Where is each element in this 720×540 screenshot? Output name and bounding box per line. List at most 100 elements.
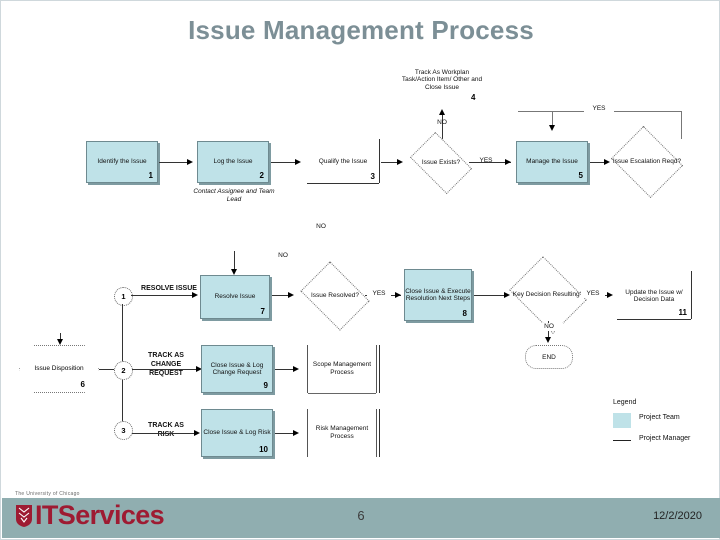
edge-label-yes-keydecision: YES: [581, 290, 605, 299]
node-log-the-issue[interactable]: Log the Issue 2: [197, 141, 269, 183]
bottom-line: [308, 393, 376, 394]
node-update-issue-decision-data[interactable]: Update the Issue w/ Decision Data 11: [617, 271, 692, 320]
node-number-11: 11: [678, 307, 687, 317]
legend-item-project-team: Project Team: [613, 413, 713, 428]
itservices-logo: ITServices: [14, 500, 165, 530]
connector-label: 1: [121, 292, 126, 301]
arrow-right-icon: [293, 366, 299, 372]
node-number-8: 8: [462, 308, 467, 318]
edge-label-yes-escalation: YES: [584, 105, 614, 114]
node-label: Identify the Issue: [97, 158, 147, 166]
edge-line: [132, 433, 198, 434]
node-issue-disposition[interactable]: Issue Disposition 6: [19, 345, 99, 393]
decision-issue-exists[interactable]: Issue Exists?: [409, 131, 473, 195]
arrow-right-icon: [604, 159, 610, 165]
node-manage-the-issue[interactable]: Manage the Issue 5: [516, 141, 588, 183]
decision-issue-resolved[interactable]: Issue Resolved?: [300, 261, 370, 331]
node-label: Qualify the Issue: [318, 158, 368, 166]
page-title: Issue Management Process: [188, 15, 534, 45]
decision-key-decision-resulting[interactable]: Key Decision Resulting?: [509, 256, 587, 334]
connector-label: 3: [121, 426, 126, 435]
arrow-right-icon: [196, 366, 202, 372]
label-resolve-issue: RESOLVE ISSUE: [141, 285, 197, 292]
legend: Legend Project Team Project Manager: [613, 399, 713, 455]
decision-label: Issue Escalation Reqd?: [612, 158, 682, 166]
node-resolve-issue[interactable]: Resolve Issue 7: [200, 275, 270, 319]
footer-date: 12/2/2020: [653, 510, 702, 522]
decision-label: Issue Exists?: [421, 159, 461, 167]
edge-line: [474, 295, 508, 296]
arrow-down-icon: [545, 337, 551, 343]
node-number-1: 1: [148, 170, 153, 180]
edge-label-no-top: NO: [437, 119, 447, 126]
edge-line: [271, 162, 299, 163]
arrow-right-icon: [288, 292, 294, 298]
decision-issue-escalation-reqd[interactable]: Issue Escalation Reqd?: [610, 125, 684, 199]
node-identify-the-issue[interactable]: Identify the Issue 1: [86, 141, 158, 183]
double-bar: [379, 409, 380, 457]
node-label: Close Issue & Log Risk: [203, 429, 271, 437]
arrow-right-icon: [397, 159, 403, 165]
edge-line: [552, 111, 553, 127]
decision-label: Key Decision Resulting?: [512, 291, 584, 299]
node-close-issue-execute-resolution[interactable]: Close Issue & Execute Resolution Next St…: [404, 269, 472, 321]
arrow-right-icon: [505, 159, 511, 165]
edge-line: [99, 369, 115, 370]
edge-line: [681, 111, 682, 139]
node-close-issue-log-change-request[interactable]: Close Issue & Log Change Request 9: [201, 345, 273, 393]
node-close-issue-log-risk[interactable]: Close Issue & Log Risk 10: [201, 409, 273, 457]
arrow-right-icon: [607, 292, 613, 298]
legend-title: Legend: [613, 399, 637, 406]
edge-label-yes-resolved: YES: [367, 290, 391, 299]
edge-line: [275, 369, 297, 370]
edge-line: [442, 115, 443, 141]
legend-item-label: Project Team: [639, 414, 680, 421]
node-number-4: 4: [471, 93, 476, 102]
edge-label-no-keydecision: NO: [535, 323, 563, 332]
note-contact-assignee: Contact Assignee and Team Lead: [193, 188, 275, 204]
terminator-label: END: [542, 353, 556, 361]
arrow-down-icon: [549, 125, 555, 131]
edge-line: [131, 295, 195, 296]
legend-swatch-box: [613, 413, 631, 428]
edge-label-yes-exists: YES: [479, 157, 493, 164]
predefined-scope-management-process[interactable]: Scope Management Process: [307, 345, 380, 394]
terminator-end[interactable]: END: [525, 345, 573, 369]
legend-swatch-line: [613, 434, 631, 449]
predefined-risk-management-process[interactable]: Risk Management Process: [307, 409, 380, 457]
label-track-as-risk: TRACK AS RISK: [148, 422, 184, 438]
flowchart-canvas: Track As Workplan Task/Action Item/ Othe…: [1, 53, 720, 485]
node-number-3: 3: [370, 171, 375, 181]
node-qualify-the-issue[interactable]: Qualify the Issue 3: [307, 139, 380, 184]
phoenix-crest-icon: [16, 504, 32, 527]
itservices-wordmark: ITServices: [35, 500, 165, 530]
edge-line: [272, 295, 292, 296]
edge-line: [234, 251, 235, 273]
connector-3[interactable]: 3: [114, 421, 133, 440]
edge-line: [275, 433, 297, 434]
arrow-right-icon: [504, 292, 510, 298]
node-number-10: 10: [259, 444, 268, 454]
edge-line: [159, 162, 191, 163]
node-label: Close Issue & Execute Resolution Next St…: [405, 287, 471, 302]
arrow-down-icon: [57, 339, 63, 345]
arrow-right-icon: [295, 159, 301, 165]
footer-bar: ITServices 6 12/2/2020: [2, 498, 720, 538]
node-number-7: 7: [260, 306, 265, 316]
legend-item-label: Project Manager: [639, 435, 691, 442]
node-number-9: 9: [263, 380, 268, 390]
connector-2[interactable]: 2: [114, 361, 133, 380]
legend-item-project-manager: Project Manager: [613, 434, 713, 449]
node-label: Resolve Issue: [214, 293, 256, 301]
connector-label: 2: [121, 366, 126, 375]
arrow-right-icon: [293, 430, 299, 436]
page-number: 6: [357, 508, 365, 523]
node-number-2: 2: [259, 170, 264, 180]
connector-1[interactable]: 1: [114, 287, 133, 306]
arrow-right-icon: [187, 159, 193, 165]
node-track-as-workplan[interactable]: Track As Workplan Task/Action Item/ Othe…: [399, 59, 485, 101]
node-number-6: 6: [80, 380, 85, 389]
node-label: Issue Disposition: [34, 365, 84, 373]
arrow-right-icon: [194, 430, 200, 436]
